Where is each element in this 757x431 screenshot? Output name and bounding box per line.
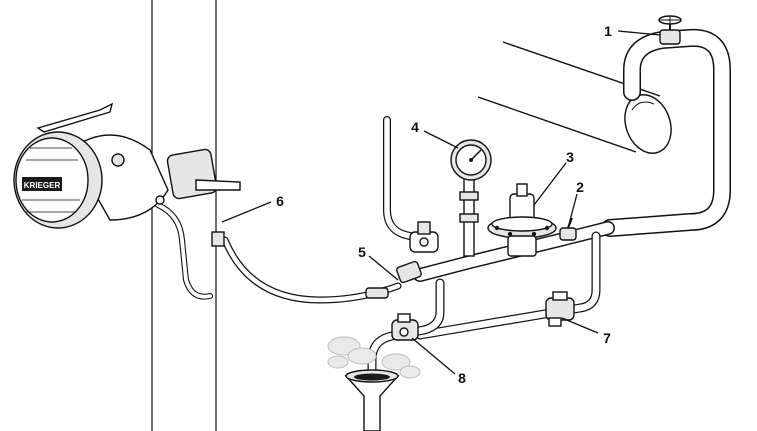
steam-trap-icon [545, 291, 575, 327]
support-column [151, 0, 217, 431]
callout-3: 3 [566, 149, 574, 165]
steam-cloud-icon [327, 336, 421, 379]
supply-riser-pipe [601, 28, 731, 237]
callout-8: 8 [458, 370, 466, 386]
pressure-reducing-valve-icon [487, 183, 557, 257]
callout-leaders [221, 30, 661, 375]
funnel-drain-icon [344, 369, 400, 431]
callout-6: 6 [276, 193, 284, 209]
flexible-hose-icon [155, 202, 402, 304]
brand-plate: KRIEGER [24, 181, 61, 190]
callout-1: 1 [604, 23, 612, 39]
ball-valve-icon [396, 221, 439, 284]
callout-labels: 1 2 3 4 5 6 7 8 [276, 23, 612, 386]
steam-trap-icon [391, 313, 419, 341]
callout-4: 4 [411, 119, 419, 135]
callout-7: 7 [603, 330, 611, 346]
ball-valve-icon [559, 217, 577, 241]
callout-5: 5 [358, 244, 366, 260]
callout-2: 2 [576, 179, 584, 195]
condensate-return-pipe [383, 116, 414, 240]
gate-valve-icon [658, 15, 682, 45]
pressure-gauge-icon [450, 139, 492, 257]
drive-unit: KRIEGER [13, 102, 241, 229]
steam-header-pipe [477, 41, 672, 154]
